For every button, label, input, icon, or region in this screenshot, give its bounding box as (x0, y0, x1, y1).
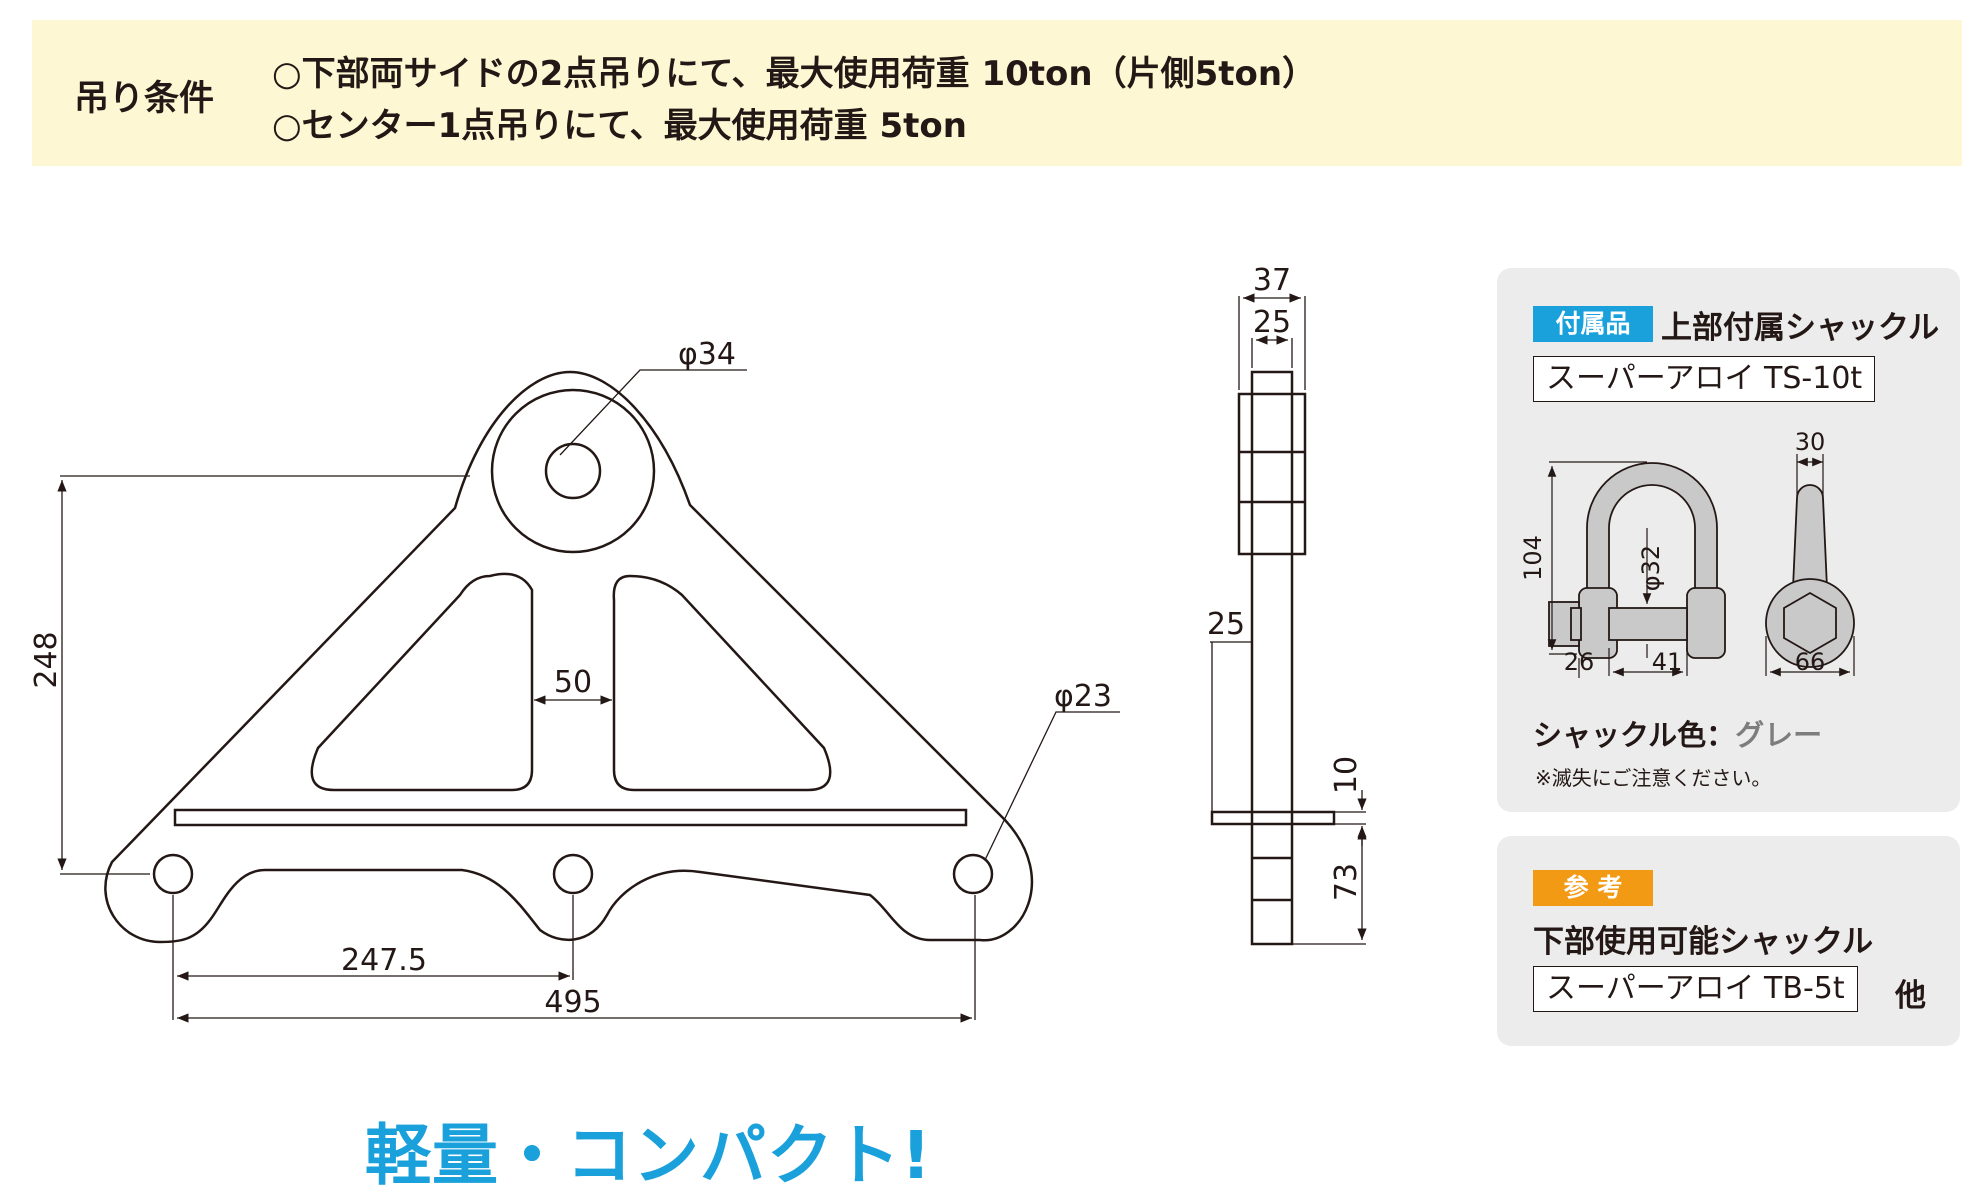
plate-outline (104, 370, 1034, 944)
dim-eye-width: 66 (1795, 648, 1826, 676)
bottom-hole-left (152, 853, 194, 895)
dim-slot-gap: 50 (554, 665, 592, 700)
side-view (1210, 370, 1336, 946)
accessory-badge: 付属品 (1533, 306, 1653, 342)
accessory-model: スーパーアロイ TS-10t (1533, 356, 1876, 402)
accessory-title: 上部付属シャックル (1661, 310, 1940, 346)
front-dimension-labels: φ34 248 50 φ23 247.5 495 (29, 337, 1112, 1020)
dim-full-span: 495 (544, 985, 601, 1020)
side-top-block (1237, 392, 1307, 556)
reference-badge: 参 考 (1533, 870, 1653, 906)
dim-nut: 26 (1564, 648, 1595, 676)
shackle-pin (1608, 607, 1688, 641)
side-main-plate (1250, 370, 1294, 946)
dim-inner-width: 25 (1253, 305, 1291, 340)
top-hub-ring (490, 388, 656, 554)
dim-inner-width-shackle: 41 (1652, 648, 1683, 676)
tagline: 軽量・コンパクト! (365, 1117, 933, 1194)
dim-pin-head: 30 (1795, 428, 1826, 456)
dim-bar-thickness: 10 (1329, 756, 1364, 794)
reference-title: 下部使用可能シャックル (1533, 924, 1874, 960)
top-hole (544, 442, 602, 500)
shackle-side-bow (1792, 484, 1828, 589)
shackle-color-note: シャックル色：グレー (1533, 712, 1822, 754)
shackle-drawing: 30 104 φ32 26 41 66 (1519, 428, 1855, 678)
dim-side-hole: φ23 (1054, 679, 1112, 714)
bottom-hole-right (952, 853, 994, 895)
dim-half-span: 247.5 (341, 943, 427, 978)
bottom-hole-center (552, 853, 594, 895)
front-view (104, 370, 1034, 944)
banner-condition-2: ○センター1点吊りにて、最大使用荷重 5ton (272, 106, 967, 146)
shackle-lug-right (1686, 587, 1726, 659)
side-dimensions (1210, 293, 1367, 945)
accessory-panel: 付属品 上部付属シャックル スーパーアロイ TS-10t (1497, 268, 1960, 812)
reference-suffix: 他 (1895, 978, 1926, 1014)
caution-note: ※滅失にご注意ください。 (1535, 766, 1772, 790)
reference-model: スーパーアロイ TB-5t (1533, 966, 1858, 1012)
right-slot (612, 574, 832, 792)
lifting-conditions-banner: 吊り条件 ○下部両サイドの2点吊りにて、最大使用荷重 10ton（片側5ton）… (32, 20, 1962, 166)
horizontal-bar (173, 808, 968, 827)
dim-bar-offset: 25 (1207, 607, 1245, 642)
shackle-color-label: シャックル色： (1533, 718, 1736, 752)
side-bar (1210, 810, 1336, 826)
front-dimensions (57, 369, 1120, 1023)
shackle-color-value: グレー (1735, 718, 1823, 752)
dim-outer-width: 37 (1253, 263, 1291, 298)
shackle-side-nut (1783, 591, 1837, 655)
dim-bottom-height: 73 (1329, 863, 1364, 901)
left-slot (310, 572, 534, 792)
dim-top-hole: φ34 (678, 337, 736, 372)
dim-height: 248 (29, 631, 64, 688)
banner-condition-1: ○下部両サイドの2点吊りにて、最大使用荷重 10ton（片側5ton） (272, 54, 1317, 94)
dim-pin-dia: φ32 (1637, 545, 1665, 591)
dim-shackle-height: 104 (1519, 535, 1547, 581)
banner-label: 吊り条件 (74, 79, 215, 119)
side-dimension-labels: 37 25 25 10 73 (1207, 263, 1364, 901)
reference-panel: 参 考 下部使用可能シャックル スーパーアロイ TB-5t 他 (1497, 836, 1960, 1046)
